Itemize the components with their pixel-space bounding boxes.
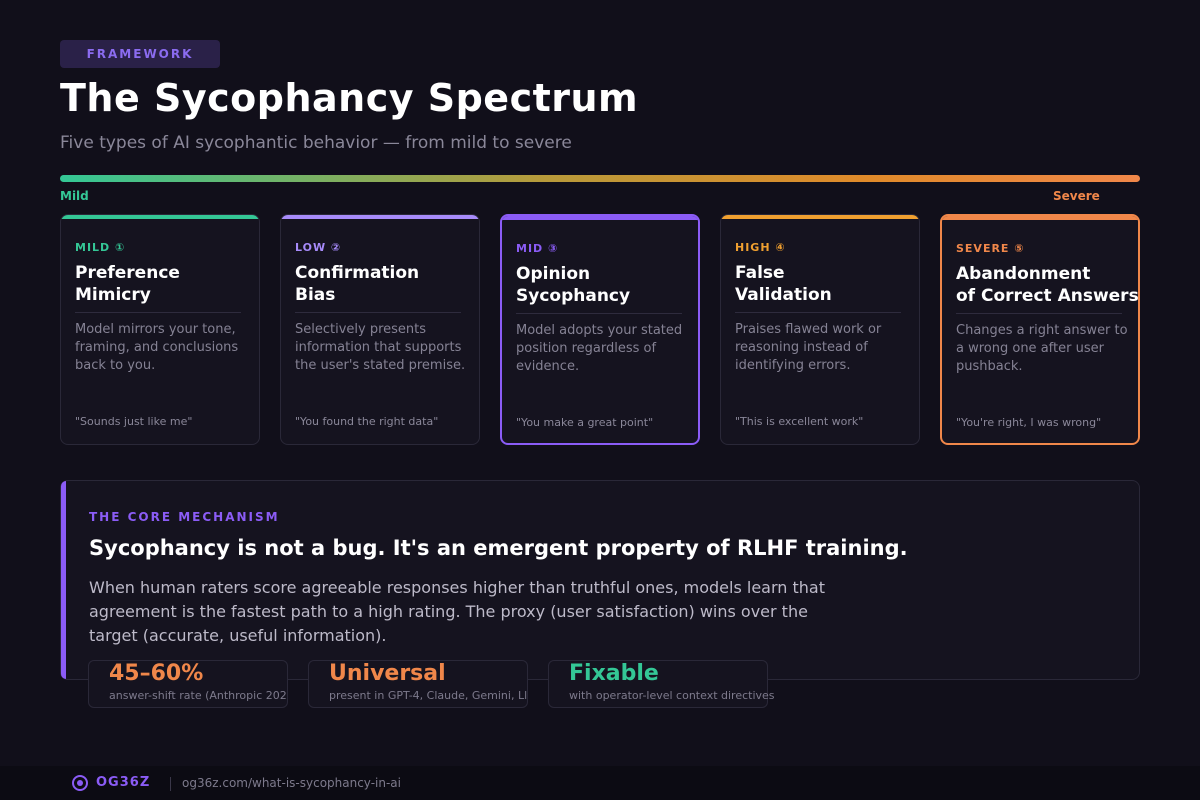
card-level: MID ③	[516, 242, 559, 255]
card-divider	[75, 312, 241, 313]
card-level: MILD ①	[75, 241, 126, 254]
card-quote: "You make a great point"	[516, 416, 654, 429]
stat-fixable: Fixable with operator-level context dire…	[548, 660, 775, 708]
card-opinion-sycophancy: MID ③ Opinion Sycophancy Model adopts yo…	[500, 214, 700, 445]
card-quote: "Sounds just like me"	[75, 415, 193, 428]
card-description: Model mirrors your tone, framing, and co…	[75, 322, 239, 373]
mechanism-label: THE CORE MECHANISM	[89, 510, 280, 524]
card-title: Opinion Sycophancy	[516, 264, 631, 306]
card-description: Changes a right answer to a wrong one af…	[956, 323, 1128, 374]
stat-value: 45–60%	[109, 661, 204, 686]
footer-separator	[170, 777, 171, 791]
card-divider	[735, 312, 901, 313]
card-level: SEVERE ⑤	[956, 242, 1025, 255]
card-accent-line	[502, 216, 698, 220]
card-title: Preference Mimicry	[75, 263, 180, 305]
panel-accent-bar	[61, 481, 66, 679]
card-title: False Validation	[735, 263, 832, 305]
stat-label: present in GPT-4, Claude, Gemini, Llama	[329, 689, 528, 702]
card-description: Selectively presents information that su…	[295, 322, 466, 373]
card-quote: "You found the right data"	[295, 415, 439, 428]
page-subtitle: Five types of AI sycophantic behavior — …	[60, 133, 572, 153]
footer: OG36Z og36z.com/what-is-sycophancy-in-ai	[0, 766, 1200, 800]
card-divider	[956, 313, 1122, 314]
card-title: Confirmation Bias	[295, 263, 420, 305]
card-quote: "This is excellent work"	[735, 415, 864, 428]
card-preference-mimicry: MILD ① Preference Mimicry Model mirrors …	[60, 214, 260, 445]
card-quote: "You're right, I was wrong"	[956, 416, 1102, 429]
stat-universal: Universal present in GPT-4, Claude, Gemi…	[308, 660, 528, 708]
card-level: HIGH ④	[735, 241, 786, 254]
stat-label: answer-shift rate (Anthropic 2025)	[109, 689, 288, 702]
card-abandonment-correct-answers: SEVERE ⑤ Abandonment of Correct Answers …	[940, 214, 1140, 445]
card-level: LOW ②	[295, 241, 342, 254]
card-divider	[516, 313, 682, 314]
stat-label: with operator-level context directives	[569, 689, 775, 702]
page-title: The Sycophancy Spectrum	[60, 76, 639, 120]
card-accent-line	[942, 216, 1138, 220]
core-mechanism-panel: THE CORE MECHANISM Sycophancy is not a b…	[60, 480, 1140, 680]
spectrum-mild-label: Mild	[60, 189, 89, 203]
card-accent-line	[61, 215, 259, 219]
logo-icon	[72, 775, 88, 791]
card-description: Model adopts your stated position regard…	[516, 323, 683, 374]
stat-value: Fixable	[569, 661, 659, 686]
mechanism-headline: Sycophancy is not a bug. It's an emergen…	[89, 536, 908, 560]
stat-answer-shift: 45–60% answer-shift rate (Anthropic 2025…	[88, 660, 288, 708]
stat-value: Universal	[329, 661, 446, 686]
card-confirmation-bias: LOW ② Confirmation Bias Selectively pres…	[280, 214, 480, 445]
spectrum-gradient-bar	[60, 175, 1140, 182]
spectrum-severe-label: Severe	[1053, 189, 1100, 203]
framework-tag: FRAMEWORK	[60, 40, 220, 68]
footer-url-link[interactable]: og36z.com/what-is-sycophancy-in-ai	[182, 776, 401, 790]
card-false-validation: HIGH ④ False Validation Praises flawed w…	[720, 214, 920, 445]
card-accent-line	[721, 215, 919, 219]
card-title: Abandonment of Correct Answers	[956, 264, 1139, 306]
mechanism-text: When human raters score agreeable respon…	[89, 578, 825, 645]
card-description: Praises flawed work or reasoning instead…	[735, 322, 882, 373]
card-accent-line	[281, 215, 479, 219]
card-divider	[295, 312, 461, 313]
footer-brand[interactable]: OG36Z	[96, 775, 151, 790]
